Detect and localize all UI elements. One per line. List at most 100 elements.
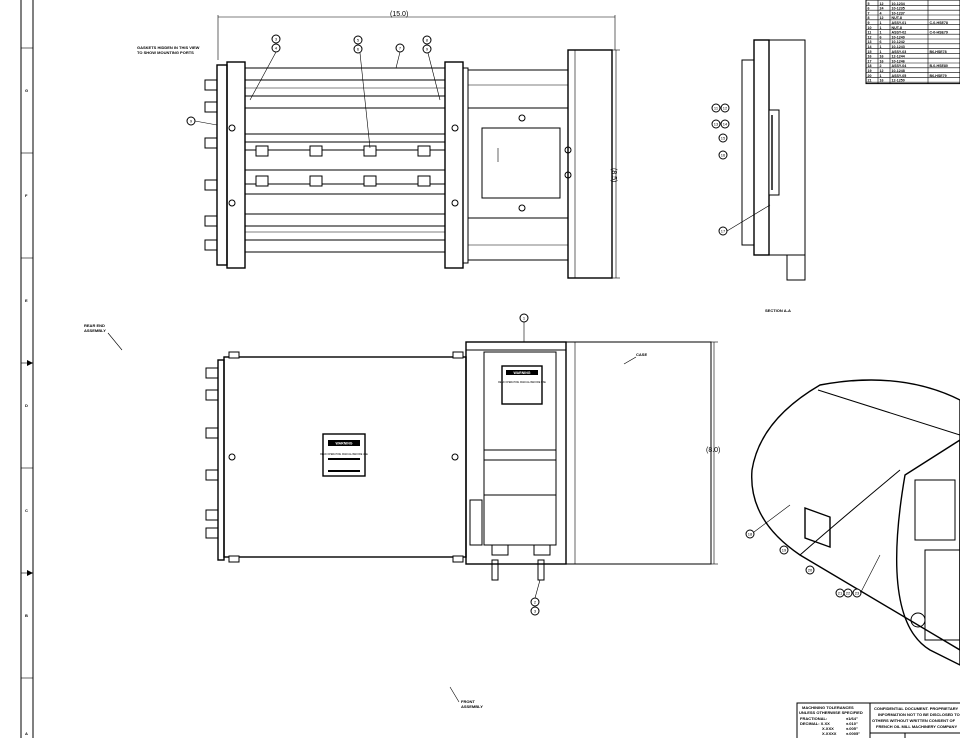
note-text: ASSEMBLY (461, 704, 483, 709)
bom-cell: 12 (880, 69, 884, 73)
zone-label: C (25, 508, 28, 513)
bom-cell: 17 (868, 59, 872, 63)
width-dimension: (15.0) (390, 11, 408, 18)
zone-border: G F E D C B A (20, 0, 34, 738)
bom-cell: 6 (880, 40, 882, 44)
confidential-text: CONFIDENTIAL DOCUMENT. PROPRIETARY (874, 706, 958, 711)
zone-label: E (25, 298, 28, 303)
bom-cell: B6-HSE78 (930, 50, 947, 54)
bom-cell: 9 (868, 21, 870, 25)
balloon-label: 3 (275, 37, 278, 42)
title-block: MACHINING TOLERANCES UNLESS OTHERWISE SP… (796, 702, 960, 738)
bom-cell: 12 (880, 16, 884, 20)
tolerance-title: UNLESS OTHERWISE SPECIFIED (799, 710, 863, 715)
bom-cell: 1 (880, 21, 882, 25)
zone-label: G (25, 88, 28, 93)
height-dimension: (8.5) (610, 168, 617, 182)
confidential-text: OTHERS WITHOUT WRITTEN CONSENT OF (872, 718, 956, 723)
bom-cell: 24 (880, 7, 884, 11)
bom-cell: NUT-8 (892, 16, 902, 20)
tolerance-value: ±1/64" (846, 716, 858, 721)
bom-cell: 10 (868, 26, 872, 30)
isometric-view: 18 19 20 21 22 23 (745, 379, 960, 666)
bom-cell: 1 (880, 50, 882, 54)
bom-cell: 12-1244 (892, 55, 905, 59)
bom-cell: 1 (880, 31, 882, 35)
bom-cell: 10-1246 (892, 59, 905, 63)
port-fittings (204, 79, 218, 251)
balloon-label: 23 (855, 591, 860, 596)
bom-cell: NUT-8 (892, 26, 902, 30)
balloon-label: 16 (721, 153, 726, 158)
zone-label: F (25, 193, 28, 198)
balloon-label: 2 (534, 600, 537, 605)
bom-cell: 16 (868, 55, 872, 59)
bom-cell: B6-HSE79 (930, 74, 947, 78)
height-dimension: (8.0) (706, 447, 720, 454)
bom-cell: 16 (880, 59, 884, 63)
bom-cell: 14 (868, 45, 872, 49)
balloon-label: 15 (721, 136, 726, 141)
balloon-label: 17 (721, 229, 726, 234)
bom-cell: 16 (880, 79, 884, 83)
note-text: REAR END (84, 323, 105, 328)
bom-cell: ASSY-04 (892, 64, 907, 68)
tolerance-label: X.XXXX (822, 731, 837, 736)
port-fittings (205, 367, 219, 539)
section-label: SECTION A-A (765, 308, 791, 313)
bom-cell: 18 (868, 64, 872, 68)
bom-cell: 2 (880, 64, 882, 68)
balloon-label: 9 (426, 47, 429, 52)
bom-cell: 4 (880, 11, 882, 15)
bom-cell: 6 (880, 35, 882, 39)
bom-cell: B-0-HSE80 (930, 64, 948, 68)
balloon-label: 13 (714, 122, 719, 127)
bom-cell: 10-1243 (892, 45, 905, 49)
balloon-label: 4 (275, 46, 278, 51)
zone-label: A (25, 731, 28, 736)
bom-cell: C-0-HSE78 (930, 21, 948, 25)
confidential-text: FRENCH OIL MILL MACHINERY COMPANY (876, 724, 957, 729)
bom-cell: ASSY-01 (892, 21, 907, 25)
bom-cell: 20 (868, 74, 872, 78)
balloon-label: 19 (782, 548, 787, 553)
zone-label: D (25, 403, 28, 408)
balloon-label: 3 (534, 609, 537, 614)
balloon-label: 12 (723, 106, 728, 111)
tolerance-label: FRACTIONAL: (800, 716, 827, 721)
warning-body: READ OPERATING MANUAL BEFORE USE (498, 381, 546, 384)
bom-cell: 8 (868, 16, 870, 20)
bom-cell: 11 (868, 31, 872, 35)
balloons-iso: 18 19 20 21 22 23 (745, 504, 881, 598)
warning-title: WARNING (336, 442, 353, 446)
bom-cell: 5 (868, 2, 870, 6)
note-text: GASKETS HIDDEN IN THIS VIEW (137, 45, 200, 50)
bom-cell: 7 (868, 11, 870, 15)
balloon-label: 18 (748, 532, 753, 537)
bom-cell: C-0-HSE79 (930, 31, 948, 35)
warning-label-plate: WARNING READ OPERATING MANUAL BEFORE USE (320, 433, 368, 477)
balloon-label: 14 (723, 122, 728, 127)
balloon-label: 22 (846, 591, 851, 596)
note-text: CASE (636, 352, 647, 357)
balloon-label: 21 (838, 591, 843, 596)
bom-cell: ASSY-03 (892, 50, 907, 54)
bom-cell: 1 (880, 45, 882, 49)
bom-cell: 6 (868, 7, 870, 11)
bom-cell: 12-1250 (892, 79, 905, 83)
bom-cell: 10-1240 (892, 35, 905, 39)
zone-label: B (25, 613, 28, 618)
warning-body: READ OPERATING MANUAL BEFORE USE (320, 453, 368, 456)
bom-cell: 10-1242 (892, 40, 905, 44)
section-view: SECTION A-A 11 12 13 14 15 16 17 (711, 39, 806, 313)
balloon-label: 20 (808, 568, 813, 573)
bom-cell: 12 (880, 2, 884, 6)
tolerance-value: ±.0005" (846, 731, 860, 736)
bom-cell: 10-1237 (892, 11, 905, 15)
centering-arrow-icon (27, 360, 33, 366)
confidential-text: INFORMATION NOT TO BE DISCLOSED TO (878, 712, 960, 717)
note-text: ASSEMBLY (84, 328, 106, 333)
balloons-top: 3 4 5 6 7 8 9 9 (186, 34, 441, 149)
centering-arrow-icon (27, 570, 33, 576)
